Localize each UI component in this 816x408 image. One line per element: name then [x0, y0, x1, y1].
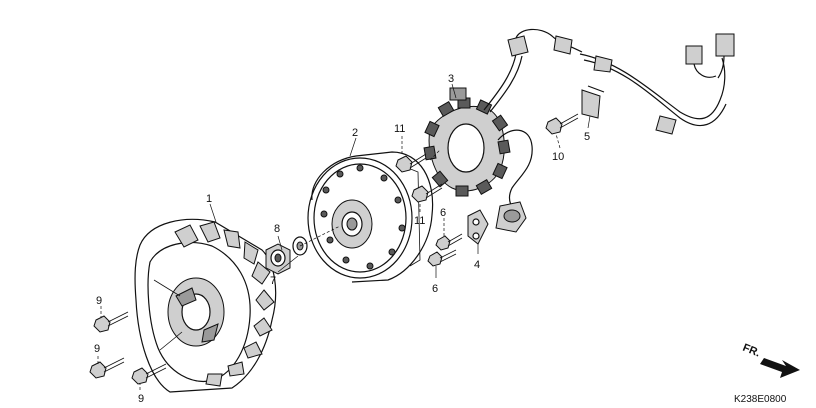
callout-2: 2 — [352, 127, 358, 139]
front-arrow-icon — [760, 358, 800, 378]
callout-9-middle: 9 — [94, 343, 100, 355]
callout-6-lower: 6 — [432, 283, 438, 295]
bolt-11-upper — [395, 153, 427, 173]
callout-7: 7 — [270, 275, 276, 287]
stator-coil — [423, 87, 511, 197]
callout-1: 1 — [206, 193, 212, 205]
flywheel — [307, 151, 434, 283]
bolt-9-lower — [131, 363, 167, 385]
bolt-9-upper — [93, 311, 129, 333]
leader-lines — [97, 83, 591, 390]
wire-harness — [483, 28, 735, 213]
callout-10: 10 — [552, 151, 564, 163]
callout-9-lower: 9 — [138, 393, 144, 405]
callout-6-upper: 6 — [440, 207, 446, 219]
bolt-11-lower — [411, 183, 443, 203]
callout-8: 8 — [274, 223, 280, 235]
callout-11-lower: 11 — [414, 215, 425, 227]
flange-nut — [265, 243, 291, 275]
bolt-6-lower — [427, 249, 457, 267]
diagram-code: K238E0800 — [734, 394, 787, 405]
callout-9-upper: 9 — [96, 295, 102, 307]
bolt-10 — [545, 113, 579, 135]
callout-5: 5 — [584, 131, 590, 143]
cooling-fan — [134, 218, 277, 393]
front-direction-indicator: FR. — [741, 342, 800, 378]
front-label: FR. — [741, 342, 762, 360]
pulser-sensor — [467, 201, 527, 245]
callout-3: 3 — [448, 73, 454, 85]
bolt-6-upper — [435, 233, 463, 251]
wire-clamp — [581, 85, 605, 119]
bolt-9-middle — [89, 357, 125, 379]
callout-4: 4 — [474, 259, 480, 271]
callout-11-upper: 11 — [394, 123, 405, 135]
callout-labels: 1 2 3 4 5 6 6 7 8 9 9 9 10 11 11 — [94, 73, 590, 405]
